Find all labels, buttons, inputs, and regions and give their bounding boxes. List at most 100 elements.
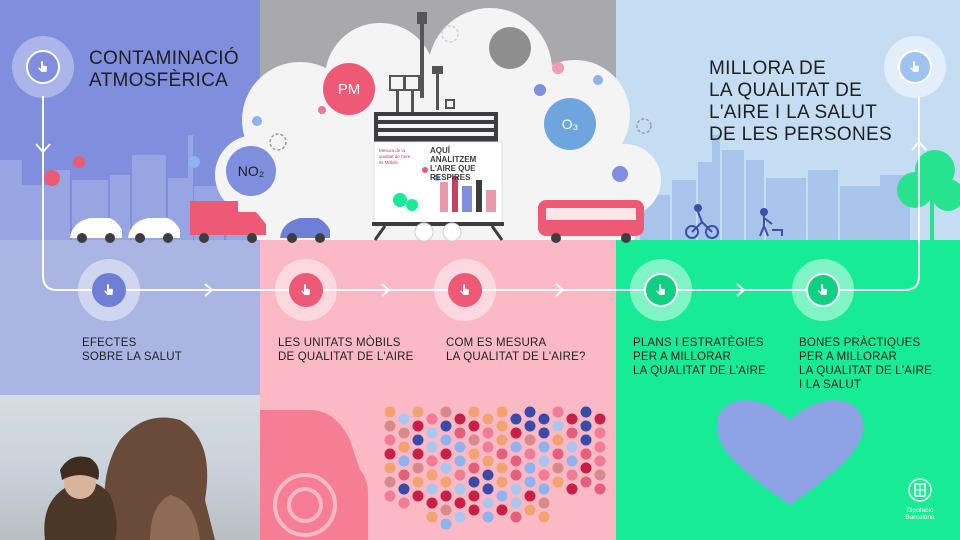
particle-dot bbox=[384, 490, 396, 502]
touch-icon bbox=[301, 284, 310, 295]
particle-dot bbox=[398, 455, 410, 467]
particle-dot bbox=[524, 490, 536, 502]
step-node-good-practices[interactable] bbox=[792, 259, 854, 321]
particle-dot bbox=[482, 455, 494, 467]
particle-dot bbox=[496, 406, 508, 418]
particle-dot bbox=[384, 434, 396, 446]
particle-dot bbox=[384, 406, 396, 418]
particle-dot bbox=[412, 462, 424, 474]
particle-dot bbox=[566, 483, 578, 495]
particle-dot bbox=[552, 420, 564, 432]
particle-dot bbox=[398, 497, 410, 509]
cyclist bbox=[685, 204, 719, 239]
particle-dot bbox=[538, 455, 550, 467]
start-node[interactable] bbox=[12, 36, 74, 98]
particle-dot bbox=[426, 455, 438, 467]
particle-dot bbox=[496, 434, 508, 446]
o3-label: O₃ bbox=[561, 116, 579, 132]
particle-dot bbox=[384, 448, 396, 460]
poster-small-text: Mesura de la qualitat de l'aire its Mòbi… bbox=[379, 148, 411, 165]
particle-dot bbox=[538, 427, 550, 439]
step-node-plans-strategies[interactable] bbox=[630, 259, 692, 321]
coat-of-arms-icon bbox=[908, 478, 932, 502]
particle-dot bbox=[482, 469, 494, 481]
step-node-how-measured[interactable] bbox=[434, 259, 496, 321]
touch-icon bbox=[910, 61, 919, 72]
particle-dot bbox=[454, 427, 466, 439]
particle-dot bbox=[412, 434, 424, 446]
car-2 bbox=[128, 218, 180, 243]
particle-dot bbox=[496, 448, 508, 460]
particle-dot bbox=[580, 448, 592, 460]
touch-icon bbox=[38, 61, 47, 72]
diputacio-logo[interactable]: Diputació Barcelona bbox=[898, 478, 942, 521]
particle-dot bbox=[440, 448, 452, 460]
particle-dot bbox=[482, 427, 494, 439]
particle-dot bbox=[440, 420, 452, 432]
touch-icon bbox=[460, 284, 469, 295]
trees bbox=[897, 150, 960, 240]
logo-line2: Barcelona bbox=[905, 514, 935, 521]
touch-icon bbox=[818, 284, 827, 295]
particle-dot bbox=[552, 434, 564, 446]
particle-dot bbox=[594, 483, 606, 495]
particle-dot bbox=[552, 462, 564, 474]
end-node[interactable] bbox=[884, 36, 946, 98]
car-1 bbox=[70, 218, 122, 243]
particle-dot bbox=[594, 469, 606, 481]
particle-dot bbox=[524, 462, 536, 474]
particle-dot bbox=[580, 434, 592, 446]
particle-dot bbox=[412, 448, 424, 460]
particle-dot bbox=[482, 483, 494, 495]
particle-dot bbox=[496, 490, 508, 502]
particle-dot bbox=[524, 504, 536, 516]
particle-dot bbox=[510, 413, 522, 425]
particle-dot bbox=[426, 427, 438, 439]
step-node-inner bbox=[448, 273, 482, 307]
particle-dot bbox=[412, 490, 424, 502]
particle-dot bbox=[538, 441, 550, 453]
step-label-plans-strategies[interactable]: PLANS I ESTRATÈGIES PER A MILLORAR LA QU… bbox=[633, 337, 766, 377]
step-label-health-effects[interactable]: EFECTES SOBRE LA SALUT bbox=[82, 337, 182, 363]
particle-dot bbox=[538, 413, 550, 425]
particle-dot bbox=[482, 497, 494, 509]
particle-dot bbox=[510, 511, 522, 523]
particle-dot bbox=[496, 504, 508, 516]
particle-dot bbox=[398, 441, 410, 453]
particle-dot bbox=[496, 462, 508, 474]
particle-dot bbox=[454, 497, 466, 509]
particle-dot bbox=[538, 483, 550, 495]
particle-dot bbox=[510, 483, 522, 495]
particle-dot bbox=[426, 497, 438, 509]
particle-dot bbox=[524, 406, 536, 418]
particle-dot bbox=[398, 413, 410, 425]
particle-dot bbox=[454, 441, 466, 453]
right-city-skyline bbox=[640, 135, 910, 240]
touch-icon bbox=[656, 284, 665, 295]
step-node-inner bbox=[92, 273, 126, 307]
car-blue bbox=[280, 218, 330, 243]
step-label-how-measured[interactable]: COM ES MESURA LA QUALITAT DE L'AIRE? bbox=[446, 337, 586, 363]
particle-dot bbox=[552, 406, 564, 418]
o3-bubble: O₃ bbox=[544, 98, 596, 150]
particle-dot bbox=[482, 441, 494, 453]
particle-dot bbox=[398, 469, 410, 481]
particle-dot bbox=[468, 406, 480, 418]
particle-dot bbox=[426, 441, 438, 453]
step-node-mobile-units[interactable] bbox=[275, 259, 337, 321]
walker bbox=[759, 208, 783, 237]
particle-dot bbox=[580, 476, 592, 488]
no2-label: NO₂ bbox=[237, 163, 265, 179]
step-node-health-effects[interactable] bbox=[78, 259, 140, 321]
particle-dot bbox=[594, 427, 606, 439]
particle-dot bbox=[440, 490, 452, 502]
particle-dot bbox=[566, 413, 578, 425]
step-label-mobile-units[interactable]: LES UNITATS MÒBILS DE QUALITAT DE L'AIRE bbox=[278, 337, 414, 363]
step-label-good-practices[interactable]: BONES PRÀCTIQUES PER A MILLORAR LA QUALI… bbox=[799, 337, 932, 391]
particle-dot bbox=[426, 469, 438, 481]
particle-dot bbox=[538, 511, 550, 523]
particle-dot bbox=[412, 406, 424, 418]
particle-dot bbox=[454, 483, 466, 495]
particle-dot bbox=[398, 427, 410, 439]
particle-dot bbox=[524, 434, 536, 446]
